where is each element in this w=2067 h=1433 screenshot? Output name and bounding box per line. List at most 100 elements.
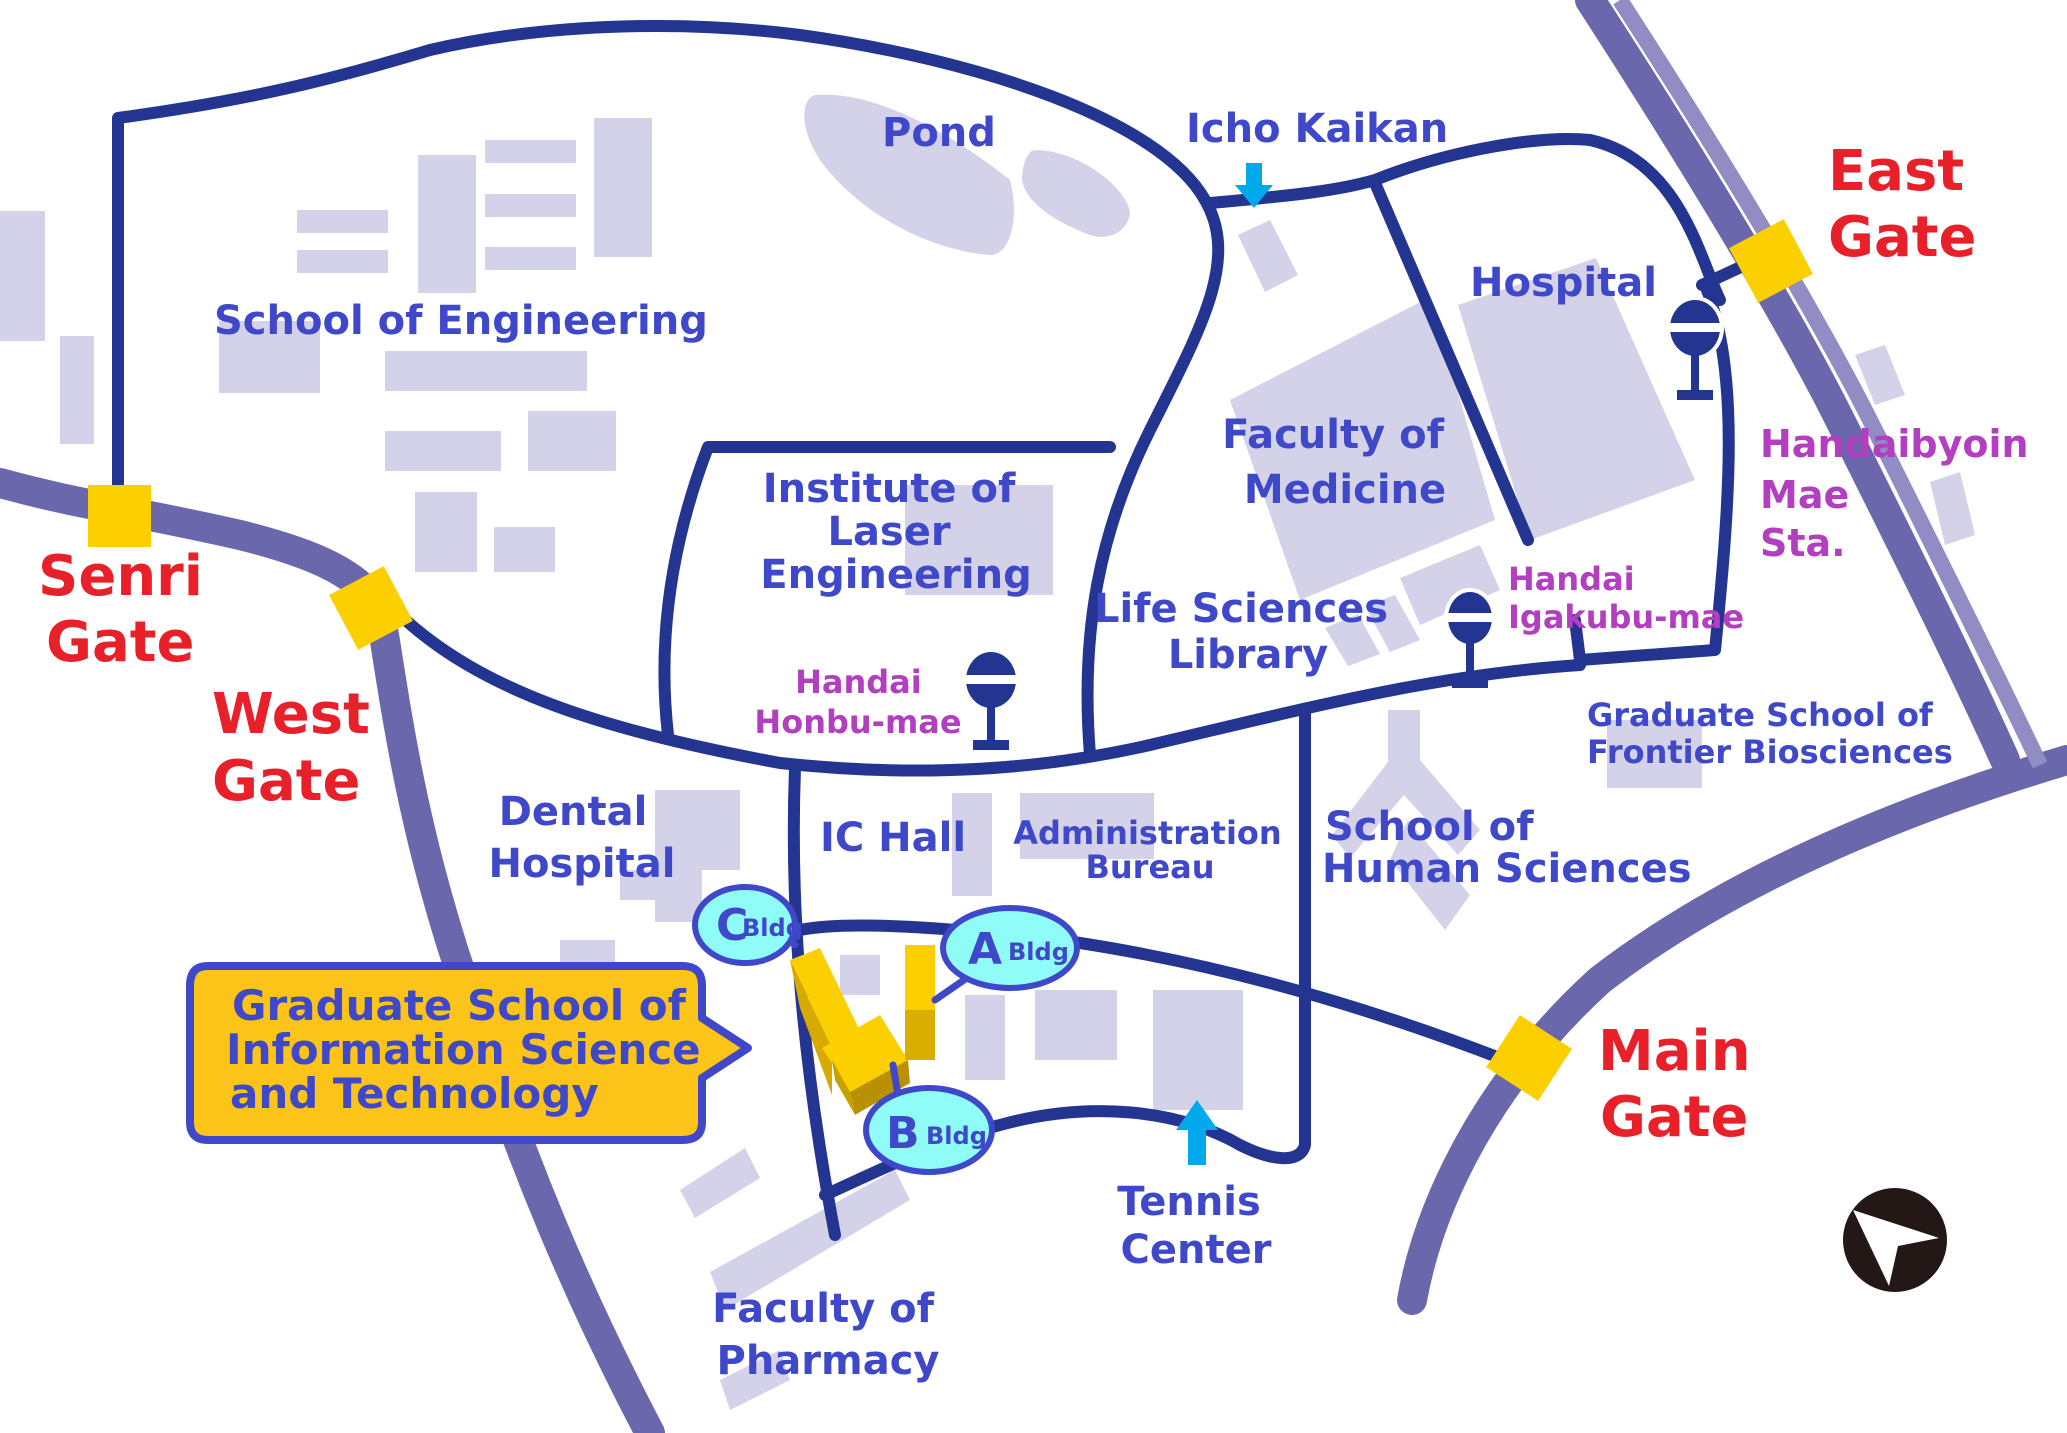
building (60, 336, 94, 444)
bldg-marker-b[interactable]: B Bldg (863, 1061, 995, 1175)
label-school-human-sciences: School of Human Sciences (1322, 804, 1692, 892)
building (1332, 710, 1480, 858)
building (297, 250, 388, 273)
road (112, 20, 1225, 761)
highway-east (1575, 0, 2020, 775)
monorail-line (1613, 0, 2048, 769)
building (1153, 990, 1243, 1110)
label-life-sciences-library: Life Sciences Library (1094, 586, 1402, 678)
building (485, 194, 576, 217)
arrow-icon (1235, 163, 1273, 208)
building (594, 118, 652, 257)
building (485, 247, 576, 270)
label-administration-bureau: Administration Bureau (1013, 814, 1293, 886)
building (1020, 793, 1154, 859)
building (385, 351, 587, 391)
bldg-letter-b: B (886, 1108, 920, 1159)
bus-stop-icon (963, 652, 1019, 750)
arrow-icon (1176, 1100, 1218, 1165)
callout-line-2: Information Science (226, 1025, 701, 1074)
gsist-callout[interactable]: Graduate School of Information Science a… (186, 962, 752, 1144)
bldg-letter-a: A (968, 924, 1002, 975)
building (952, 793, 992, 896)
bus-stop-icon (1444, 588, 1496, 688)
label-institute-laser: Institute of Laser Engineering (760, 466, 1031, 598)
gates (88, 219, 1813, 1101)
label-igakubu-mae: Handai Igakubu-mae (1508, 560, 1744, 636)
bldg-suffix-b: Bldg (926, 1122, 987, 1150)
building (620, 870, 685, 900)
bldg-marker-c[interactable]: C Bldg (692, 884, 803, 966)
bldg-marker-a[interactable]: A Bldg (931, 905, 1080, 1004)
building (485, 140, 576, 163)
building (965, 995, 1005, 1080)
building (415, 492, 477, 572)
label-tennis-center: Tennis Center (1117, 1179, 1275, 1273)
building (905, 485, 1053, 595)
label-ic-hall: IC Hall (820, 815, 966, 861)
label-faculty-of-medicine: Faculty of Medicine (1222, 412, 1458, 513)
road (394, 609, 1586, 777)
road (1569, 614, 1586, 666)
bldg-letter-c: C (716, 900, 748, 951)
building (840, 955, 880, 995)
building (710, 1170, 910, 1310)
building-footprints (0, 94, 1975, 1410)
label-frontier-biosciences: Graduate School of Frontier Biosciences (1587, 696, 1953, 771)
label-faculty-of-pharmacy: Faculty of Pharmacy (712, 1286, 948, 1384)
label-honbu-mae: Handai Honbu-mae (754, 663, 961, 741)
building (1325, 614, 1380, 666)
label-east-gate: East Gate (1828, 139, 1984, 270)
callout-line-3: and Technology (230, 1069, 599, 1118)
label-senri-gate: Senri Gate (38, 544, 223, 675)
north-compass-icon (1843, 1188, 1947, 1292)
building (1390, 820, 1470, 930)
station-labels: Handaibyoin Mae Sta. Handai Honbu-mae Ha… (754, 422, 2042, 741)
label-main-gate: Main Gate (1598, 1019, 1770, 1150)
building (385, 431, 501, 471)
label-icho-kaikan: Icho Kaikan (1186, 106, 1448, 152)
road (1369, 177, 1534, 546)
road (658, 441, 1116, 741)
pond-shape (1022, 150, 1130, 237)
highway-west (0, 468, 665, 1433)
highway-main (1397, 745, 2067, 1315)
building (1400, 545, 1500, 625)
building (528, 411, 616, 471)
building (1930, 472, 1975, 545)
callout-line-1: Graduate School of (232, 981, 687, 1030)
bldg-suffix-c: Bldg (742, 914, 803, 942)
building (1607, 720, 1702, 788)
label-dental-hospital: Dental Hospital (489, 789, 676, 887)
building (1365, 595, 1420, 652)
building (720, 1350, 790, 1410)
building (680, 1148, 760, 1218)
building (494, 527, 555, 572)
building (219, 321, 320, 393)
label-west-gate: West Gate (212, 682, 389, 814)
gate-marker-senri (88, 485, 151, 547)
road (794, 919, 1511, 1066)
building (418, 155, 476, 293)
building (0, 211, 45, 341)
label-hospital: Hospital (1470, 260, 1657, 306)
pond-shape (804, 94, 1014, 255)
building (1458, 258, 1695, 540)
gate-marker-east (1729, 219, 1813, 303)
building (1238, 220, 1298, 292)
building (1230, 297, 1495, 600)
building (700, 790, 740, 870)
building (297, 210, 388, 233)
label-school-of-engineering: School of Engineering (214, 298, 708, 344)
gate-labels: East Gate Senri Gate West Gate Main Gate (38, 139, 1984, 1150)
label-handaibyoin-mae-sta: Handaibyoin Mae Sta. (1760, 422, 2042, 565)
label-pond: Pond (882, 110, 996, 156)
place-labels: School of Engineering Pond Icho Kaikan H… (214, 106, 1953, 1384)
building (1855, 345, 1905, 405)
gate-marker-main (1486, 1015, 1572, 1101)
bldg-suffix-a: Bldg (1008, 938, 1069, 966)
building (1035, 990, 1117, 1060)
road (1204, 133, 1726, 306)
